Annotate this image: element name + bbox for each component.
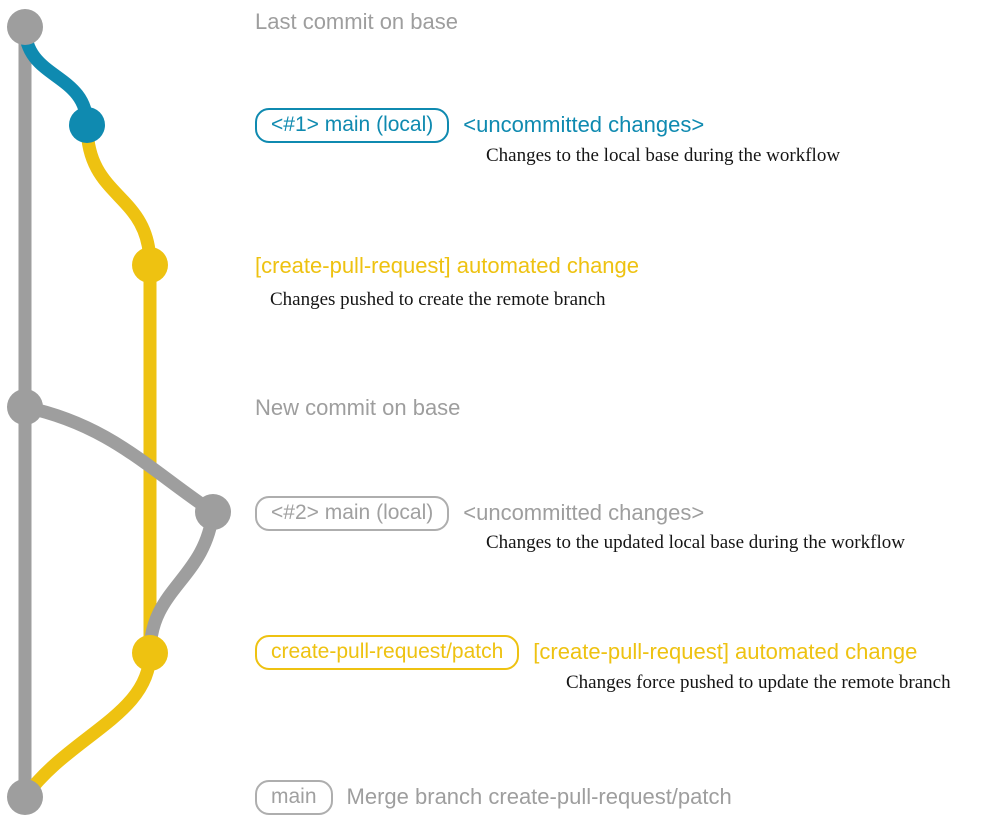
commit-node-merge[interactable] — [7, 779, 43, 815]
commit-node-patch-2[interactable] — [132, 635, 168, 671]
commit-subject-patch-1: [create-pull-request] automated change — [255, 253, 640, 278]
ref-pill-main-local-2[interactable]: <#2> main (local) — [255, 496, 450, 532]
commit-row-merge: main Merge branch create-pull-request/pa… — [255, 780, 732, 816]
commit-node-base-last[interactable] — [7, 9, 43, 45]
edge-gold-local1-to-patch1 — [80, 118, 157, 272]
commit-subject-new-commit-on-base: New commit on base — [255, 395, 461, 420]
edge-gold-patch2-to-merge — [18, 646, 157, 804]
commit-node-local-2[interactable] — [195, 494, 231, 530]
commit-subject-patch-2: [create-pull-request] automated change — [533, 639, 918, 665]
commit-description-patch-2: Changes force pushed to update the remot… — [566, 672, 951, 693]
ref-pill-create-pull-request-patch[interactable]: create-pull-request/patch — [255, 635, 520, 671]
commit-node-local-1[interactable] — [69, 107, 105, 143]
commit-subject-last-commit-on-base: Last commit on base — [255, 9, 458, 34]
commit-row-local-2: <#2> main (local) <uncommitted changes> — [255, 496, 705, 532]
edge-gray-local2-to-patch2 — [143, 505, 220, 660]
commit-subject-local-1: <uncommitted changes> — [463, 112, 705, 138]
ref-pill-main-local-1[interactable]: <#1> main (local) — [255, 108, 450, 144]
edge-gray-basenew-to-local2 — [18, 400, 220, 519]
commit-node-base-new[interactable] — [7, 389, 43, 425]
ref-pill-main[interactable]: main — [255, 780, 333, 816]
commit-description-patch-1: Changes pushed to create the remote bran… — [270, 289, 606, 310]
commit-node-patch-1[interactable] — [132, 247, 168, 283]
commit-row-patch-1: [create-pull-request] automated change — [255, 253, 640, 278]
commit-description-local-1: Changes to the local base during the wor… — [486, 145, 841, 166]
commit-row-patch-2: create-pull-request/patch [create-pull-r… — [255, 635, 918, 671]
commit-row-local-1: <#1> main (local) <uncommitted changes> — [255, 108, 705, 144]
commit-description-local-2: Changes to the updated local base during… — [486, 532, 905, 553]
commit-subject-local-2: <uncommitted changes> — [463, 500, 705, 526]
commit-subject-merge: Merge branch create-pull-request/patch — [346, 784, 732, 810]
